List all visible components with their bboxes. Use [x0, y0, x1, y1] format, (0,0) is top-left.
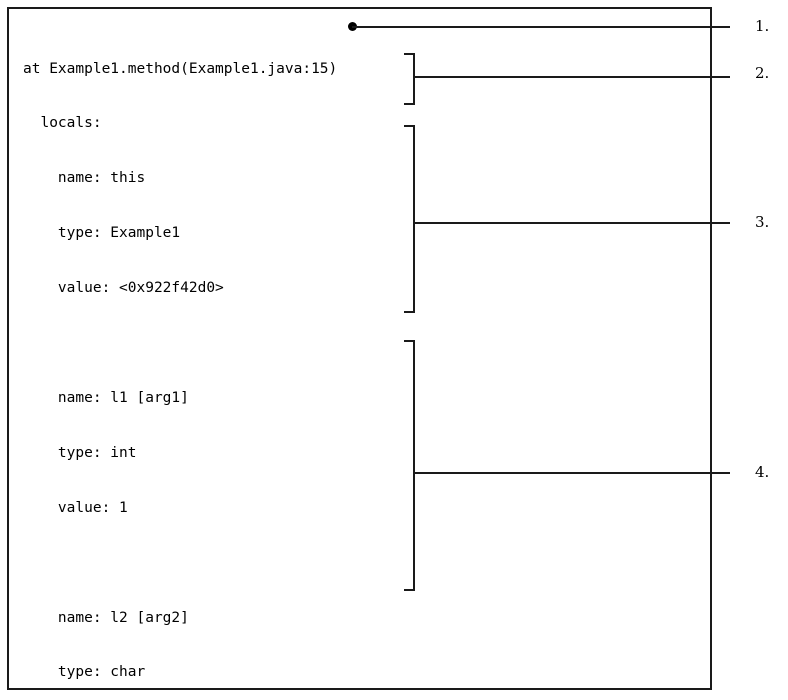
code-line: name: l2 [arg2] — [23, 609, 189, 626]
callout-1-leader-line — [352, 26, 730, 28]
code-line-blank — [23, 554, 713, 572]
callout-2-bracket-marker — [404, 53, 415, 105]
code-line: name: l1 [arg1] — [23, 389, 189, 406]
code-line: type: int — [23, 444, 137, 461]
callout-3-leader-line — [413, 222, 730, 224]
code-line: type: Example1 — [23, 225, 181, 242]
callout-2-leader-line — [413, 76, 730, 78]
code-line: value: <0x922f42d0> — [23, 280, 224, 297]
callout-4-leader-line — [413, 472, 730, 474]
callout-4-bracket-marker — [404, 340, 415, 591]
code-line-blank — [23, 334, 713, 352]
code-line: value: 1 — [23, 499, 128, 516]
code-line: type: char — [23, 664, 146, 681]
callout-number-2: 2. — [755, 64, 770, 82]
callout-number-4: 4. — [755, 463, 770, 481]
callout-number-1: 1. — [755, 17, 770, 35]
code-line: at Example1.method(Example1.java:15) — [23, 60, 338, 77]
code-line: locals: — [23, 115, 102, 132]
code-listing-text: at Example1.method(Example1.java:15) loc… — [23, 23, 713, 700]
code-line: name: this — [23, 170, 146, 187]
code-listing-box: at Example1.method(Example1.java:15) loc… — [7, 7, 712, 690]
callout-3-bracket-marker — [404, 125, 415, 313]
callout-number-3: 3. — [755, 213, 770, 231]
